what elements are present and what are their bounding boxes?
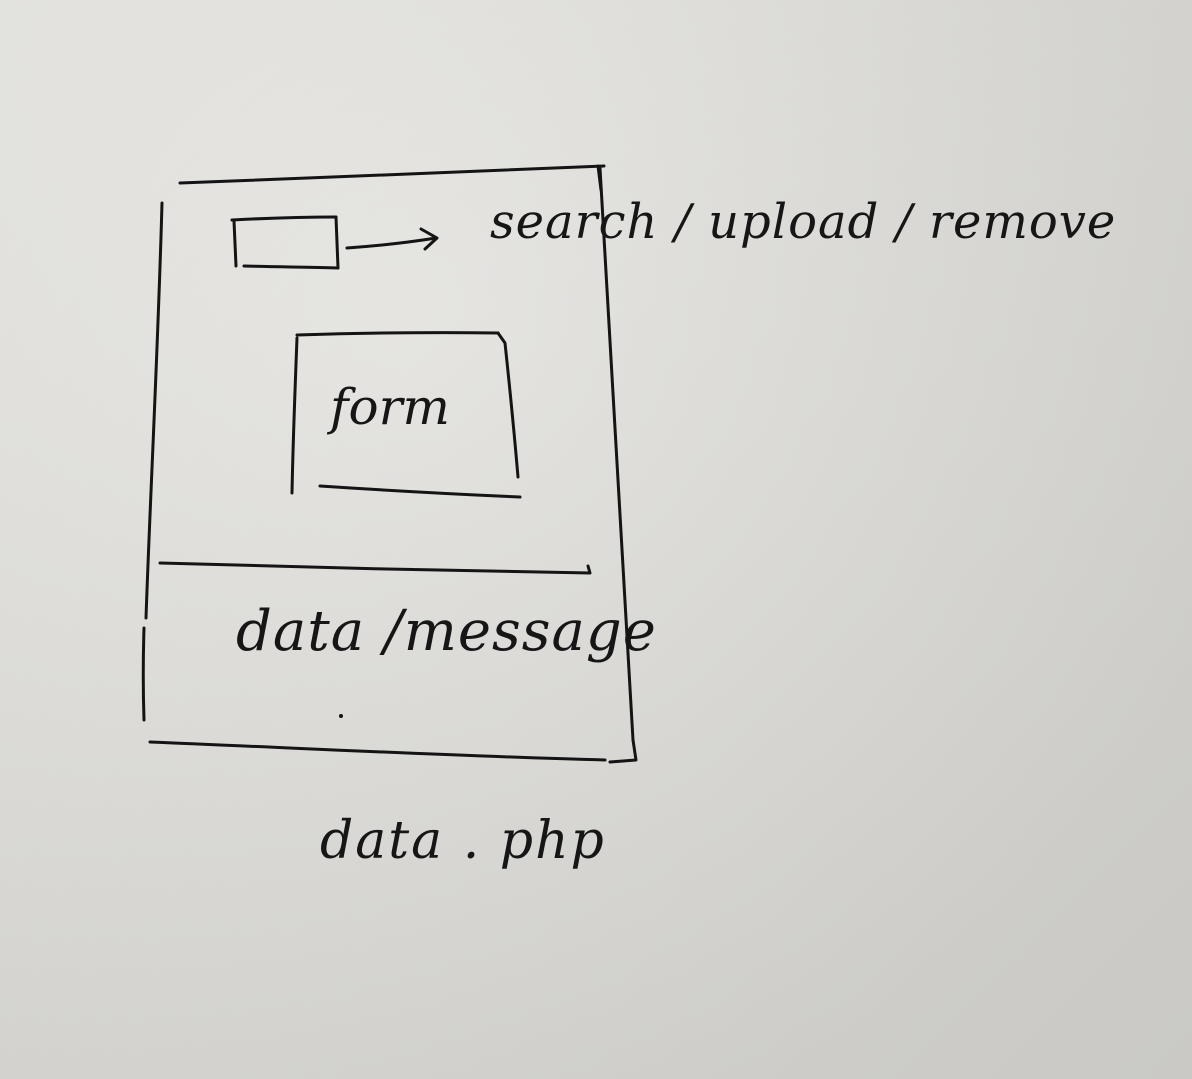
form-label: form (326, 378, 450, 436)
page-frame (141, 164, 638, 764)
form-box (290, 331, 522, 499)
section-divider (158, 561, 592, 575)
top-control-box (230, 215, 340, 270)
annotation-arrow-icon (345, 227, 439, 251)
top-control-annotation: search / upload / remove (490, 194, 1116, 250)
data-section-label: data /message (236, 599, 657, 664)
stray-ink-dot (339, 714, 343, 718)
file-name-caption: data . php (320, 811, 606, 871)
